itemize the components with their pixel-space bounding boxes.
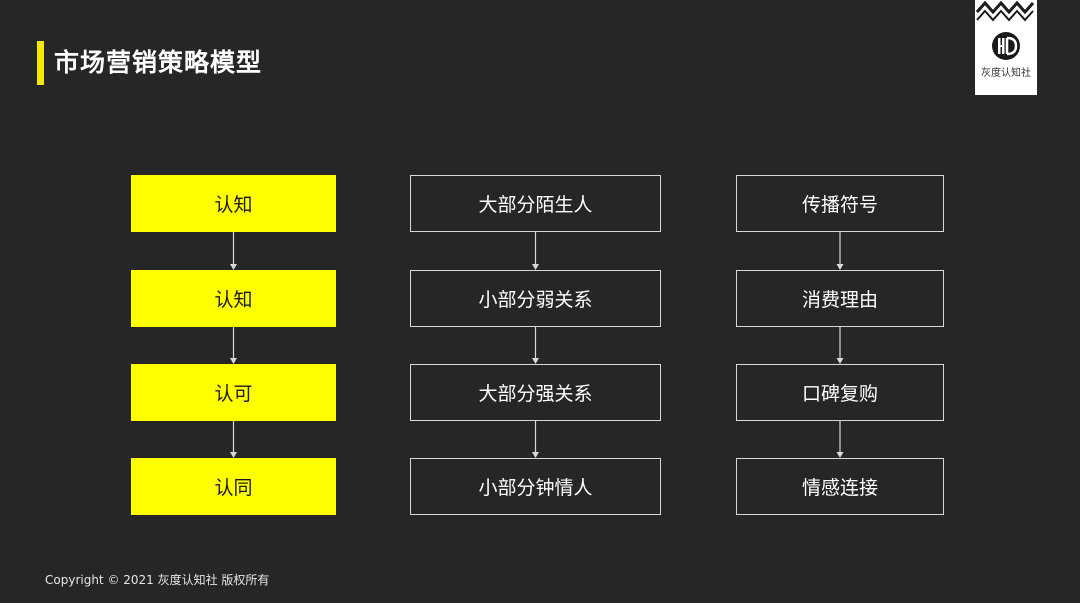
stage-box: 认可	[131, 364, 336, 421]
relation-box: 小部分弱关系	[410, 270, 661, 327]
arrow-down-icon	[532, 358, 539, 364]
relation-box: 大部分强关系	[410, 364, 661, 421]
logo-name: 灰度认知社	[981, 68, 1031, 79]
hd-monogram-icon	[975, 0, 1035, 60]
stage-box: 认知	[131, 175, 336, 232]
arrow-down-icon	[836, 264, 844, 270]
arrow-down-icon	[230, 358, 237, 364]
arrow-down-icon	[532, 452, 539, 458]
brand-logo: 灰度认知社	[975, 0, 1037, 95]
relation-box: 小部分钟情人	[410, 458, 661, 515]
stage-box: 认知	[131, 270, 336, 327]
arrow-down-icon	[230, 452, 237, 458]
arrow-down-icon	[836, 452, 844, 458]
title-accent-bar	[37, 41, 44, 85]
arrow-down-icon	[836, 358, 844, 364]
copyright-footer: Copyright © 2021 灰度认知社 版权所有	[45, 573, 270, 587]
arrow-down-icon	[532, 264, 539, 270]
arrow-down-icon	[230, 264, 237, 270]
method-box: 传播符号	[736, 175, 944, 232]
method-box: 情感连接	[736, 458, 944, 515]
stage-box: 认同	[131, 458, 336, 515]
page-title: 市场营销策略模型	[54, 48, 263, 77]
method-box: 消费理由	[736, 270, 944, 327]
relation-box: 大部分陌生人	[410, 175, 661, 232]
method-box: 口碑复购	[736, 364, 944, 421]
